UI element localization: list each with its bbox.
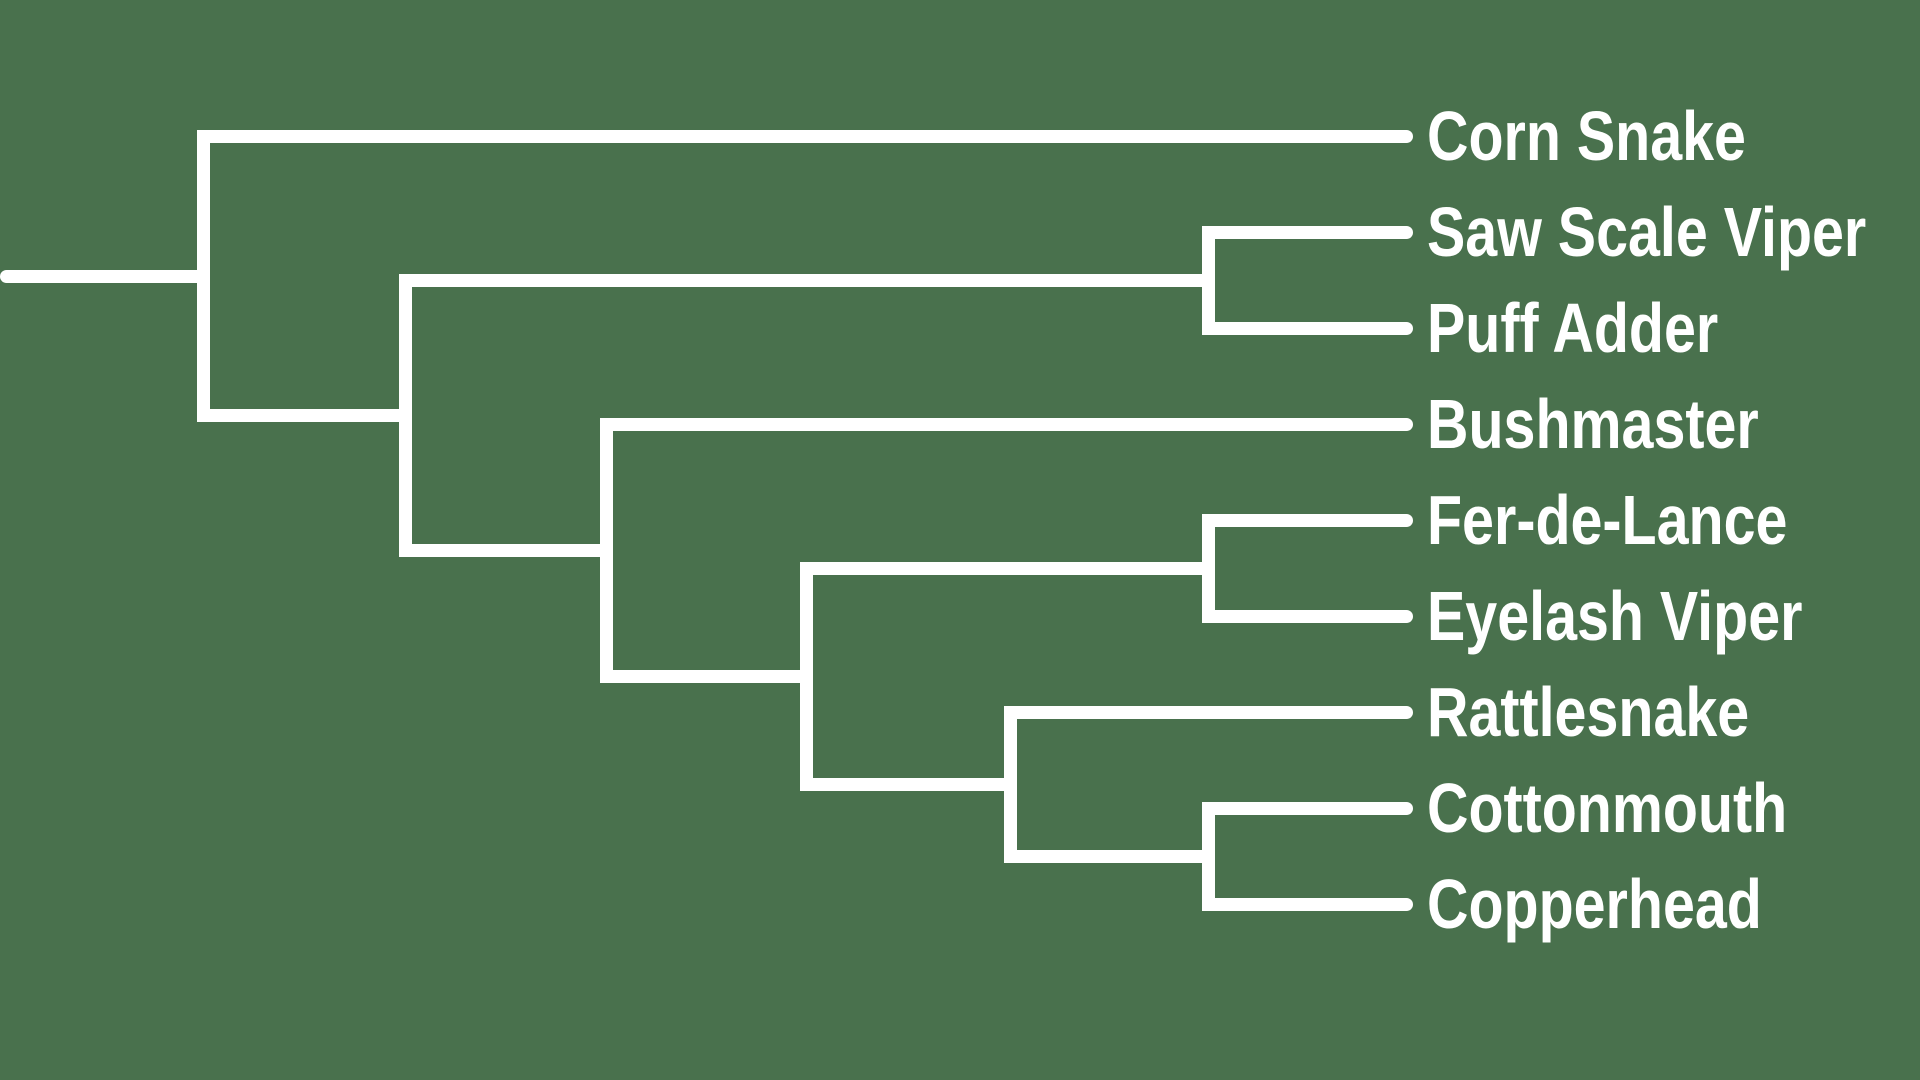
branch-rattlesnake [1003, 705, 1413, 719]
connector-saw-scale-puff-adder [1201, 225, 1215, 335]
taxon-label-cottonmouth-text: Cottonmouth [1427, 769, 1788, 847]
root-edge [0, 269, 210, 283]
taxon-label-eyelash-viper-text: Eyelash Viper [1427, 577, 1803, 655]
connector-cottonmouth-copperhead [1201, 801, 1215, 911]
taxon-label-puff-adder: Puff Adder [1427, 288, 1782, 368]
edge-to-pit-viper-clade [398, 543, 613, 557]
taxon-label-rattlesnake-text: Rattlesnake [1427, 673, 1750, 751]
branch-cottonmouth [1201, 801, 1413, 815]
branch-bushmaster [599, 417, 1413, 431]
taxon-label-fer-de-lance: Fer-de-Lance [1427, 480, 1867, 560]
branch-puff-adder [1201, 321, 1413, 335]
connector-lancehead-split [799, 561, 813, 791]
taxon-label-corn-snake-text: Corn Snake [1427, 97, 1746, 175]
branch-corn-snake [196, 129, 1413, 143]
edge-to-rattlesnake-clade [799, 777, 1017, 791]
taxon-label-puff-adder-text: Puff Adder [1427, 289, 1719, 367]
edge-to-saw-scale-puff-adder [398, 273, 1215, 287]
connector-rattlesnake-split [1003, 705, 1017, 863]
taxon-label-bushmaster-text: Bushmaster [1427, 385, 1759, 463]
edge-to-fer-de-lance-eyelash [799, 561, 1215, 575]
edge-to-viper-clade [196, 408, 412, 422]
connector-bushmaster-split [599, 417, 613, 683]
taxon-label-bushmaster: Bushmaster [1427, 384, 1832, 464]
taxon-label-saw-scale-viper-text: Saw Scale Viper [1427, 193, 1867, 271]
taxon-label-eyelash-viper: Eyelash Viper [1427, 576, 1885, 656]
taxon-label-corn-snake: Corn Snake [1427, 96, 1816, 176]
connector-viper-split [398, 273, 412, 557]
edge-to-lancehead-clade [599, 669, 813, 683]
branch-saw-scale-viper [1201, 225, 1413, 239]
branch-fer-de-lance [1201, 513, 1413, 527]
edge-to-cottonmouth-copperhead [1003, 849, 1215, 863]
taxon-label-copperhead-text: Copperhead [1427, 865, 1762, 943]
taxon-label-saw-scale-viper: Saw Scale Viper [1427, 192, 1920, 272]
connector-fer-de-lance-eyelash [1201, 513, 1215, 623]
taxon-label-copperhead: Copperhead [1427, 864, 1835, 944]
taxon-label-cottonmouth: Cottonmouth [1427, 768, 1866, 848]
taxon-label-fer-de-lance-text: Fer-de-Lance [1427, 481, 1788, 559]
branch-copperhead [1201, 897, 1413, 911]
connector-root-node [196, 129, 210, 422]
branch-eyelash-viper [1201, 609, 1413, 623]
taxon-label-rattlesnake: Rattlesnake [1427, 672, 1820, 752]
